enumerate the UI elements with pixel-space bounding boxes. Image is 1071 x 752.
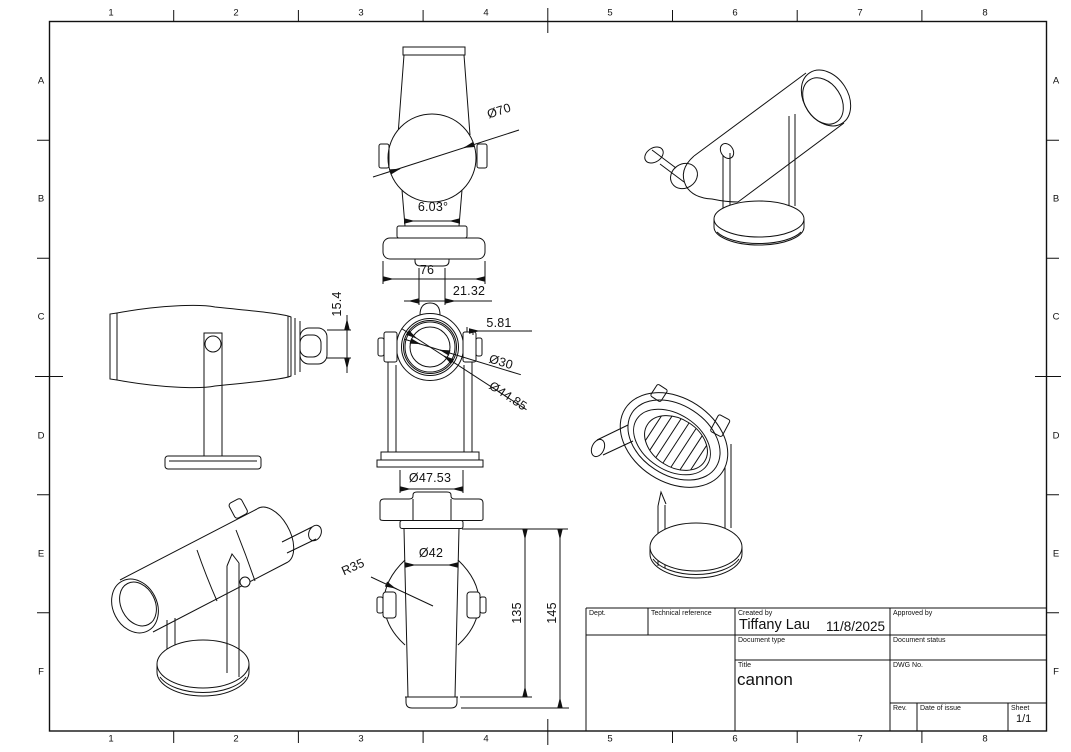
view-top-plan	[378, 46, 488, 267]
dim-height-145: 145	[545, 602, 559, 624]
zone-col-label: 2	[233, 7, 239, 19]
dim-diameter-42: Ø42	[418, 546, 444, 560]
zone-row-label: F	[1053, 666, 1059, 678]
zone-row-label: D	[1052, 430, 1060, 442]
document-status-label: Document status	[893, 637, 946, 644]
approved-by-label: Approved by	[893, 610, 933, 617]
dim-offset-581: 5.81	[486, 316, 512, 330]
zone-col-label: 6	[732, 7, 738, 19]
view-iso-elevated	[644, 69, 852, 246]
zone-row-label: E	[37, 548, 45, 560]
created-by-label: Created by	[738, 610, 773, 617]
zone-col-label: 6	[732, 733, 738, 745]
zone-row-label: A	[1052, 75, 1060, 87]
zone-row-label: E	[1052, 548, 1060, 560]
zone-row-label: A	[37, 75, 45, 87]
zone-col-label: 5	[607, 733, 613, 745]
dim-angle-603: 6.03°	[417, 200, 449, 214]
view-iso-ground	[111, 498, 322, 697]
zone-col-label: 4	[483, 7, 489, 19]
zone-col-label: 4	[483, 733, 489, 745]
view-side	[109, 304, 328, 470]
zone-ticks	[35, 8, 1061, 745]
rev-label: Rev.	[893, 705, 907, 712]
zone-col-label: 2	[233, 733, 239, 745]
zone-col-label: 3	[358, 733, 364, 745]
dim-width-2132: 21.32	[452, 284, 486, 298]
zone-col-label: 1	[108, 7, 114, 19]
view-iso-muzzle	[590, 384, 743, 579]
dim-width-76: 76	[419, 263, 435, 277]
zone-row-label: B	[1052, 193, 1060, 205]
zone-row-label: D	[37, 430, 45, 442]
dim-diameter-4753: Ø47.53	[408, 471, 452, 485]
title-block-grid	[585, 607, 1047, 731]
dept-label: Dept.	[589, 610, 606, 617]
zone-col-label: 8	[982, 733, 988, 745]
date-of-issue-label: Date of issue	[920, 705, 961, 712]
created-by-value: Tiffany Lau	[739, 617, 810, 633]
sheet-frame	[48, 20, 1048, 732]
dims-bottom-view	[370, 528, 569, 709]
zone-row-label: C	[1052, 311, 1060, 323]
view-bottom	[376, 491, 487, 709]
dims-front-view	[399, 327, 532, 493]
title-value: cannon	[737, 670, 793, 689]
zone-row-label: C	[37, 311, 45, 323]
zone-col-label: 8	[982, 7, 988, 19]
zone-row-label: F	[38, 666, 44, 678]
dwg-no-label: DWG No.	[893, 662, 923, 669]
date-value: 11/8/2025	[826, 619, 886, 634]
zone-col-label: 5	[607, 7, 613, 19]
dim-height-135: 135	[510, 602, 524, 624]
zone-col-label: 3	[358, 7, 364, 19]
zone-col-label: 1	[108, 733, 114, 745]
dims-side-view	[327, 315, 351, 373]
document-type-label: Document type	[738, 637, 786, 644]
title-label: Title	[738, 662, 751, 669]
dims-top-view	[372, 129, 520, 305]
zone-row-label: B	[37, 193, 45, 205]
zone-col-label: 7	[857, 733, 863, 745]
sheet-value: 1/1	[1016, 713, 1032, 725]
zone-col-label: 7	[857, 7, 863, 19]
technical-reference-label: Technical reference	[651, 610, 712, 617]
sheet-label: Sheet	[1011, 705, 1030, 712]
dim-height-154: 15.4	[330, 291, 344, 317]
